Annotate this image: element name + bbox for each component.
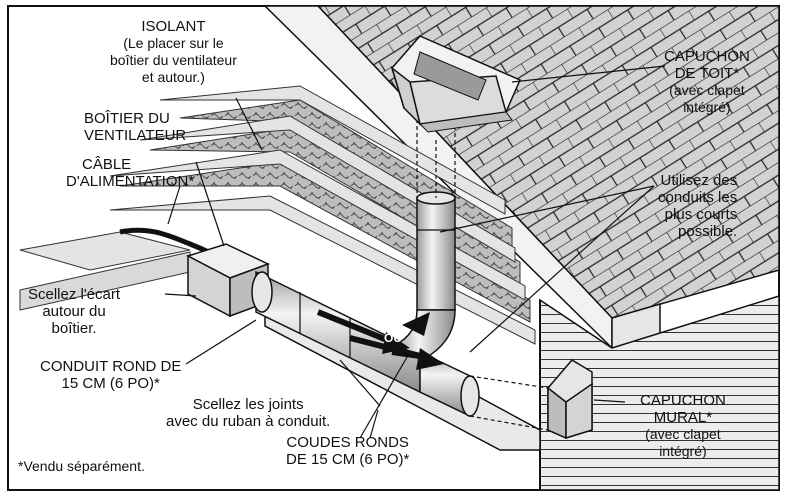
roof-cap-title-1: CAPUCHON [664, 48, 750, 65]
round-duct-line-2: 15 CM (6 PO)* [61, 375, 160, 392]
wall-cap-sub-2: intégré) [659, 443, 707, 459]
attic-joists [109, 85, 536, 345]
insulation-title: ISOLANT [141, 18, 206, 35]
label-seal-joints: Scellez les joints avec du ruban à condu… [166, 396, 330, 430]
label-power-cable: CÂBLE D'ALIMENTATION* [66, 156, 194, 190]
airflow-arrows [316, 309, 444, 370]
seal-gap-line-3: boîtier. [51, 320, 97, 337]
fan-housing [186, 243, 270, 318]
insulation-line-2: boîtier du ventilateur [110, 52, 237, 68]
label-wall-cap: CAPUCHON MURAL* (avec clapet intégré) [640, 392, 726, 460]
seal-joints-line-2: avec du ruban à conduit. [166, 413, 331, 430]
roof-cap-sub-2: intégré) [683, 99, 731, 115]
wall-cap-title-2: MURAL* [653, 409, 713, 426]
power-cable-line-2: D'ALIMENTATION* [66, 173, 195, 190]
label-or: OU [384, 331, 402, 345]
label-insulation: ISOLANT (Le placer sur le boîtier du ven… [110, 18, 237, 86]
power-cable-line-1: CÂBLE [82, 156, 132, 173]
label-seal-gap: Scellez l'écart autour du boîtier. [28, 286, 120, 337]
label-fan-housing: BOÎTIER DU VENTILATEUR [84, 110, 186, 144]
shortest-ducts-line-4: possible. [678, 223, 738, 240]
wall-cap [469, 359, 593, 440]
seal-gap-line-1: Scellez l'écart [28, 286, 121, 303]
seal-joints-line-1: Scellez les joints [192, 396, 304, 413]
fan-housing-line-1: BOÎTIER DU [84, 110, 170, 127]
shortest-ducts-line-1: Utilisez des [660, 172, 738, 189]
round-elbows-line-1: COUDES RONDS [286, 434, 409, 451]
wall-cap-title-1: CAPUCHON [640, 392, 726, 409]
round-duct-line-1: CONDUIT ROND DE [40, 358, 182, 375]
label-roof-cap: CAPUCHON DE TOIT* (avec clapet intégré) [664, 48, 750, 116]
label-round-elbows: COUDES RONDS DE 15 CM (6 PO)* [286, 434, 409, 468]
seal-gap-line-2: autour du [42, 303, 106, 320]
roof-cap-sub-1: (avec clapet [669, 82, 745, 98]
label-shortest-ducts: Utilisez des conduits les plus courts po… [658, 172, 737, 240]
footnote-sold-separately: *Vendu séparément. [18, 458, 145, 474]
roof-cap-title-2: DE TOIT* [674, 65, 740, 82]
shortest-ducts-line-2: conduits les [658, 189, 738, 206]
round-elbows-line-2: DE 15 CM (6 PO)* [286, 451, 410, 468]
fan-housing-line-2: VENTILATEUR [84, 127, 187, 144]
insulation-line-1: (Le placer sur le [123, 35, 224, 51]
label-round-duct: CONDUIT ROND DE 15 CM (6 PO)* [40, 358, 181, 392]
leader-lines [164, 65, 666, 439]
wall-cap-sub-1: (avec clapet [645, 426, 721, 442]
insulation-line-3: et autour.) [141, 69, 205, 85]
roof-cap [390, 35, 521, 133]
shortest-ducts-line-3: plus courts [664, 206, 738, 223]
round-duct-horizontal [251, 270, 480, 418]
